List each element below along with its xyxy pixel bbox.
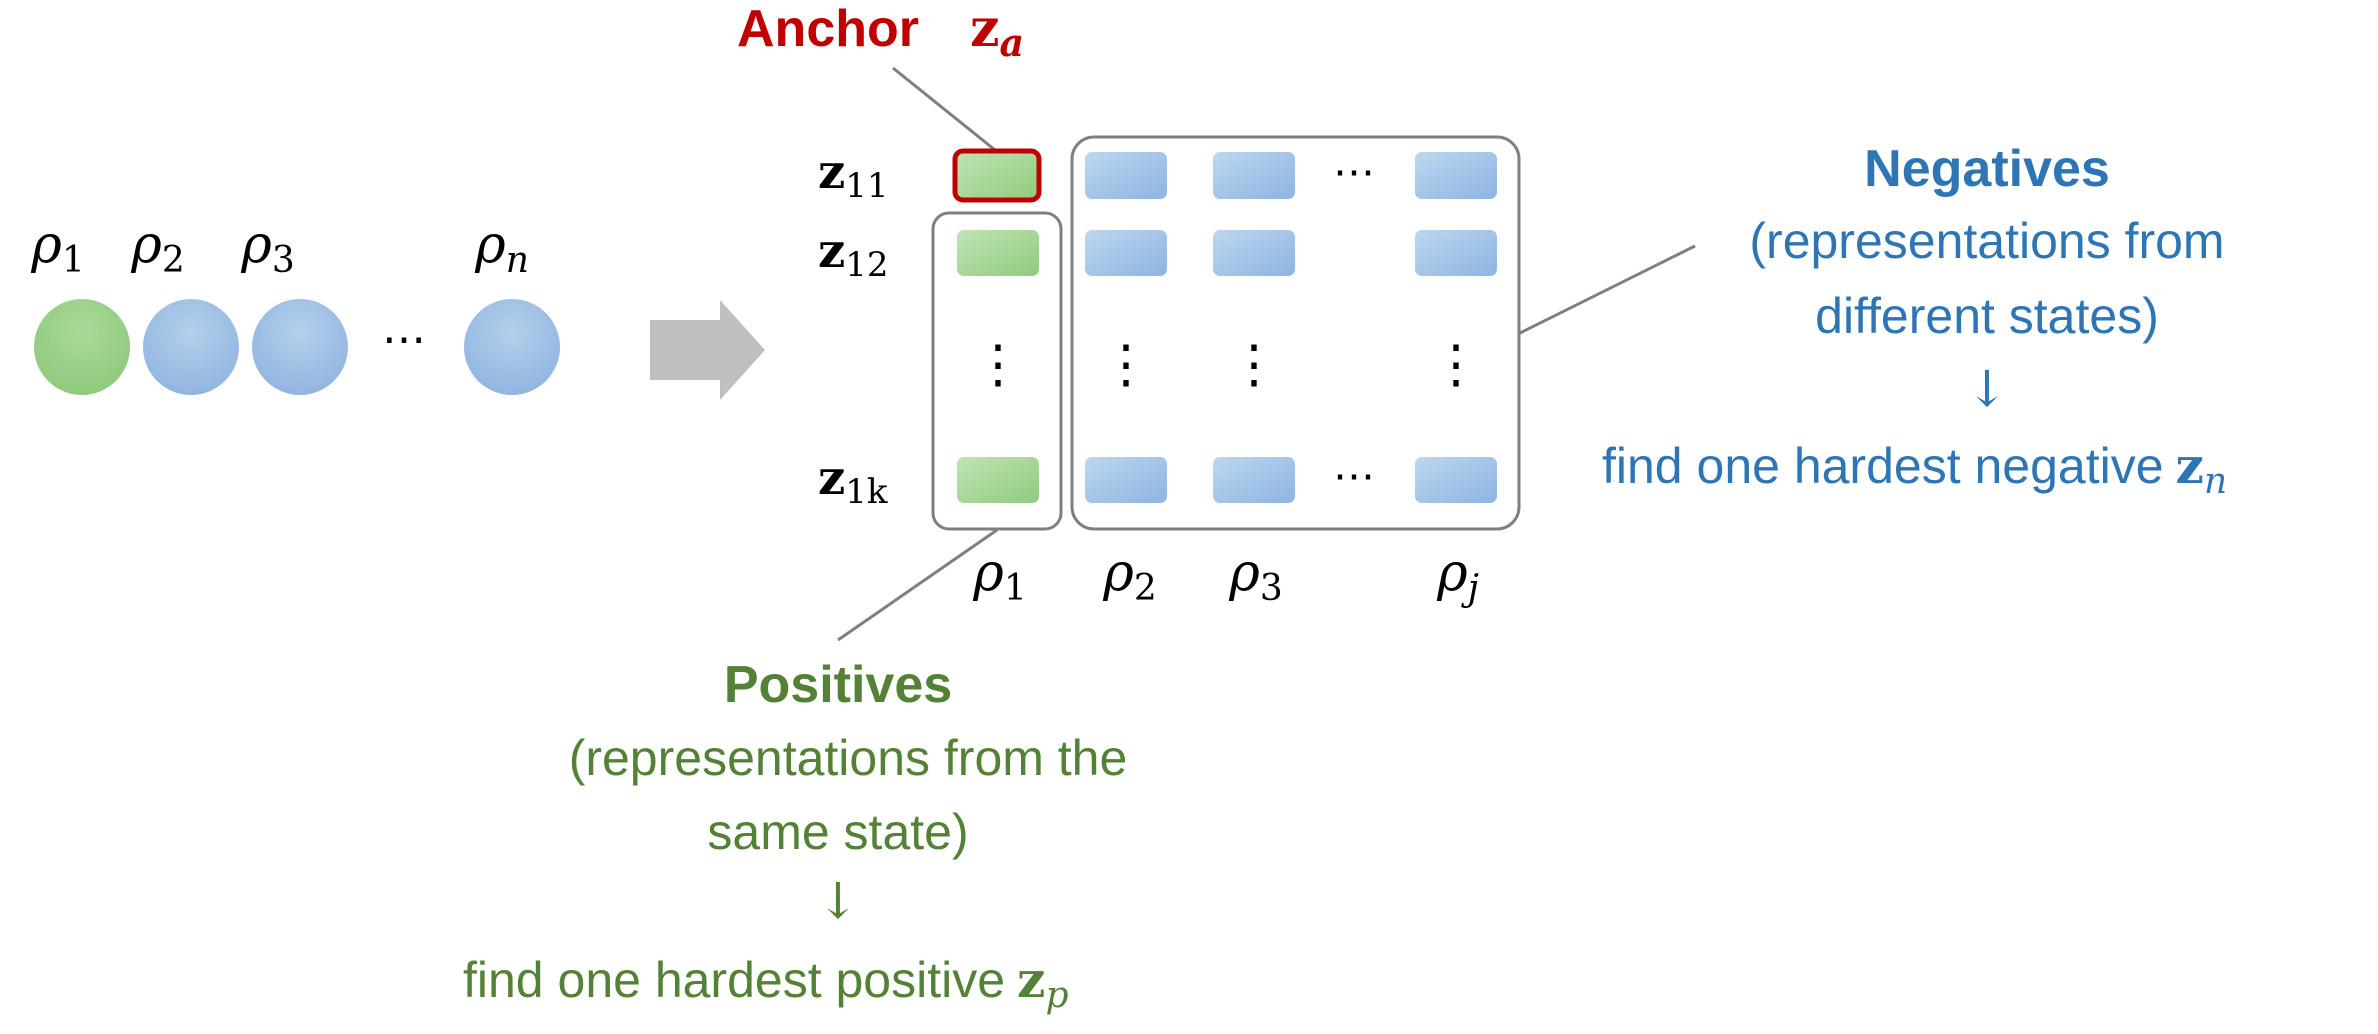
anchor-annotation: Anchor za: [737, 0, 1024, 152]
negatives-annotation: Negatives (representations from differen…: [1519, 140, 2227, 502]
negatives-arrow: ↓: [1966, 360, 2008, 418]
seq-label-2: ρ2: [130, 215, 184, 281]
negative-cell: [1415, 152, 1497, 199]
row-label-z11: z11: [818, 144, 889, 206]
hdots-rowk: ⋯: [1333, 451, 1375, 500]
vdots-col1: ⋮: [972, 335, 1024, 395]
row-label-z1k: z1k: [818, 450, 888, 512]
col-label-2: ρ2: [1102, 543, 1156, 609]
negatives-desc-line2: different states): [1815, 288, 2159, 344]
positives-leader-line: [837, 528, 998, 642]
negatives-group-outline: [1070, 135, 1521, 531]
anchor-symbol: za: [970, 0, 1024, 65]
negative-cell: [1085, 152, 1167, 199]
vdots-col2: ⋮: [1100, 335, 1152, 395]
transform-arrow: [650, 300, 765, 400]
state-circle-n: [464, 299, 560, 395]
vdots-colj: ⋮: [1430, 335, 1482, 395]
seq-label-1: ρ1: [30, 215, 84, 281]
row-labels: z11 z12 z1k: [818, 144, 889, 512]
negative-cell: [1213, 230, 1295, 276]
hdots-row1: ⋯: [1333, 147, 1375, 196]
state-circle-1: [34, 299, 130, 395]
anchor-leader-line: [892, 66, 996, 152]
positives-arrow: ↓: [817, 872, 859, 930]
anchor-label: Anchor: [737, 0, 919, 58]
negative-cell: [1213, 152, 1295, 199]
seq-label-n: ρn: [474, 215, 529, 281]
state-circle-3: [252, 299, 348, 395]
state-sequence: ρ1 ρ2 ρ3 ρn ⋯: [30, 215, 560, 395]
state-circle-2: [143, 299, 239, 395]
negatives-title: Negatives: [1864, 140, 2110, 198]
seq-label-3: ρ3: [240, 215, 294, 281]
positives-title: Positives: [724, 656, 952, 714]
positives-desc-line1: (representations from the: [569, 730, 1128, 786]
negatives-desc-line1: (representations from: [1749, 213, 2224, 269]
vdots-col3: ⋮: [1228, 335, 1280, 395]
negative-cell: [1415, 457, 1497, 503]
positives-group-outline: [931, 211, 1063, 531]
positive-cell: [957, 457, 1039, 503]
col-label-3: ρ3: [1228, 543, 1282, 609]
positives-annotation: Positives (representations from the same…: [463, 528, 1128, 1016]
negative-cell: [1415, 230, 1497, 276]
negative-cell: [1085, 457, 1167, 503]
negative-cell: [1213, 457, 1295, 503]
column-labels: ρ1 ρ2 ρ3 ρj: [972, 543, 1479, 609]
anchor-cell: [952, 148, 1042, 203]
representation-matrix: ⋯ ⋯ ⋮ ⋮ ⋮ ⋮: [952, 147, 1497, 503]
negative-cell: [1085, 230, 1167, 276]
row-label-z12: z12: [818, 223, 889, 285]
positives-desc-line2: same state): [707, 804, 968, 860]
negatives-leader-line: [1519, 244, 1696, 335]
positive-cell: [957, 230, 1039, 276]
col-label-j: ρj: [1436, 543, 1479, 609]
col-label-1: ρ1: [972, 543, 1026, 609]
seq-ellipsis: ⋯: [382, 314, 426, 365]
